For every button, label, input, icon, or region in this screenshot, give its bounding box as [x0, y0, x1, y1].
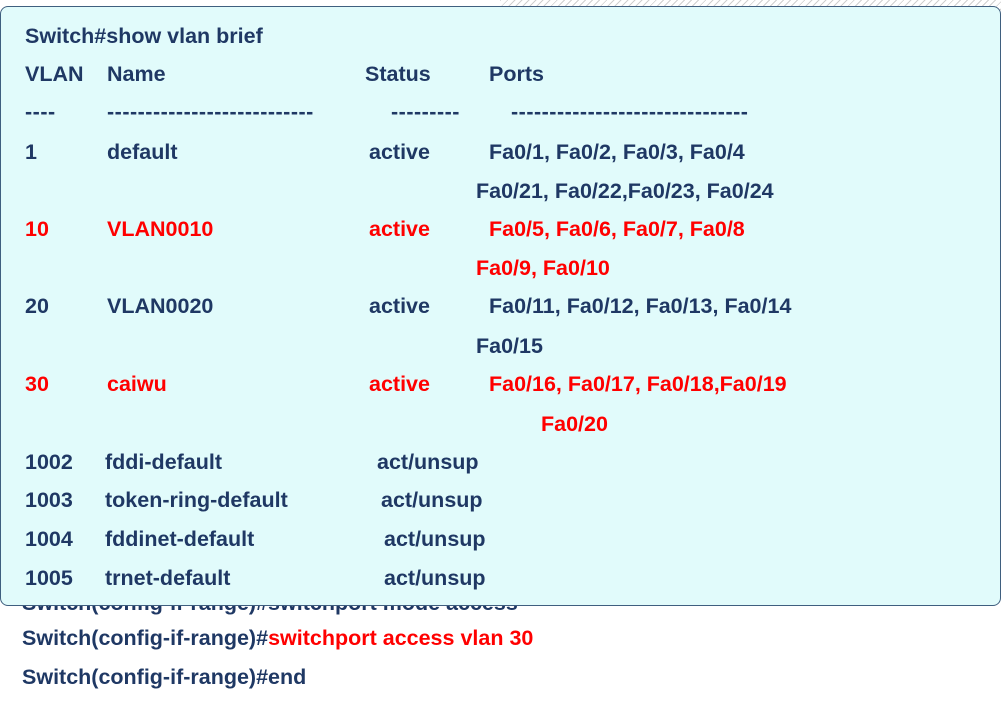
vlan-id: 20 [25, 294, 49, 318]
vlan-ports-continued: Fa0/20 [541, 412, 608, 436]
vlan-status: act/unsup [381, 488, 483, 512]
vlan-name: caiwu [107, 372, 167, 396]
vlan-status: act/unsup [384, 566, 486, 590]
vlan-ports-continued: Fa0/21, Fa0/22,Fa0/23, Fa0/24 [476, 179, 774, 203]
vlan-name: VLAN0010 [107, 217, 214, 241]
vlan-ports-continued: Fa0/9, Fa0/10 [476, 256, 610, 280]
header-status: Status [365, 62, 431, 86]
separator-name: --------------------------- [107, 100, 314, 124]
vlan-status: act/unsup [384, 527, 486, 551]
vlan-name: token-ring-default [105, 488, 288, 512]
command-prompt: Switch(config-if-range)# [22, 626, 269, 650]
vlan-ports: Fa0/5, Fa0/6, Fa0/7, Fa0/8 [489, 217, 745, 241]
vlan-name: VLAN0020 [107, 294, 214, 318]
separator-vlan: ---- [25, 100, 56, 124]
vlan-status: active [369, 217, 430, 241]
vlan-ports: Fa0/1, Fa0/2, Fa0/3, Fa0/4 [489, 140, 745, 164]
vlan-id: 1004 [25, 527, 73, 551]
vlan-name: fddi-default [105, 450, 223, 474]
vlan-status: act/unsup [377, 450, 479, 474]
header-name: Name [107, 62, 166, 86]
vlan-status: active [369, 372, 430, 396]
vlan-name: trnet-default [105, 566, 231, 590]
vlan-name: fddinet-default [105, 527, 255, 551]
vlan-name: default [107, 140, 178, 164]
vlan-id: 1002 [25, 450, 73, 474]
vlan-id: 1 [25, 140, 37, 164]
separator-ports: ------------------------------- [511, 100, 749, 124]
command-highlight: switchport access vlan 30 [268, 626, 534, 650]
vlan-ports: Fa0/16, Fa0/17, Fa0/18,Fa0/19 [489, 372, 787, 396]
vlan-id: 1003 [25, 488, 73, 512]
header-ports: Ports [489, 62, 544, 86]
vlan-ports: Fa0/11, Fa0/12, Fa0/13, Fa0/14 [489, 294, 792, 318]
vlan-status: active [369, 140, 430, 164]
command-line-end: Switch(config-if-range)#end [22, 665, 307, 689]
vlan-id: 30 [25, 372, 49, 396]
vlan-brief-panel: Switch#show vlan brief VLAN Name Status … [0, 6, 1001, 606]
panel-command: Switch#show vlan brief [25, 24, 263, 48]
vlan-status: active [369, 294, 430, 318]
vlan-id: 1005 [25, 566, 73, 590]
separator-status: --------- [391, 100, 460, 124]
vlan-ports-continued: Fa0/15 [476, 334, 543, 358]
command-line-access-vlan: Switch(config-if-range)#switchport acces… [22, 625, 533, 651]
vlan-id: 10 [25, 217, 49, 241]
header-vlan: VLAN [25, 62, 84, 86]
